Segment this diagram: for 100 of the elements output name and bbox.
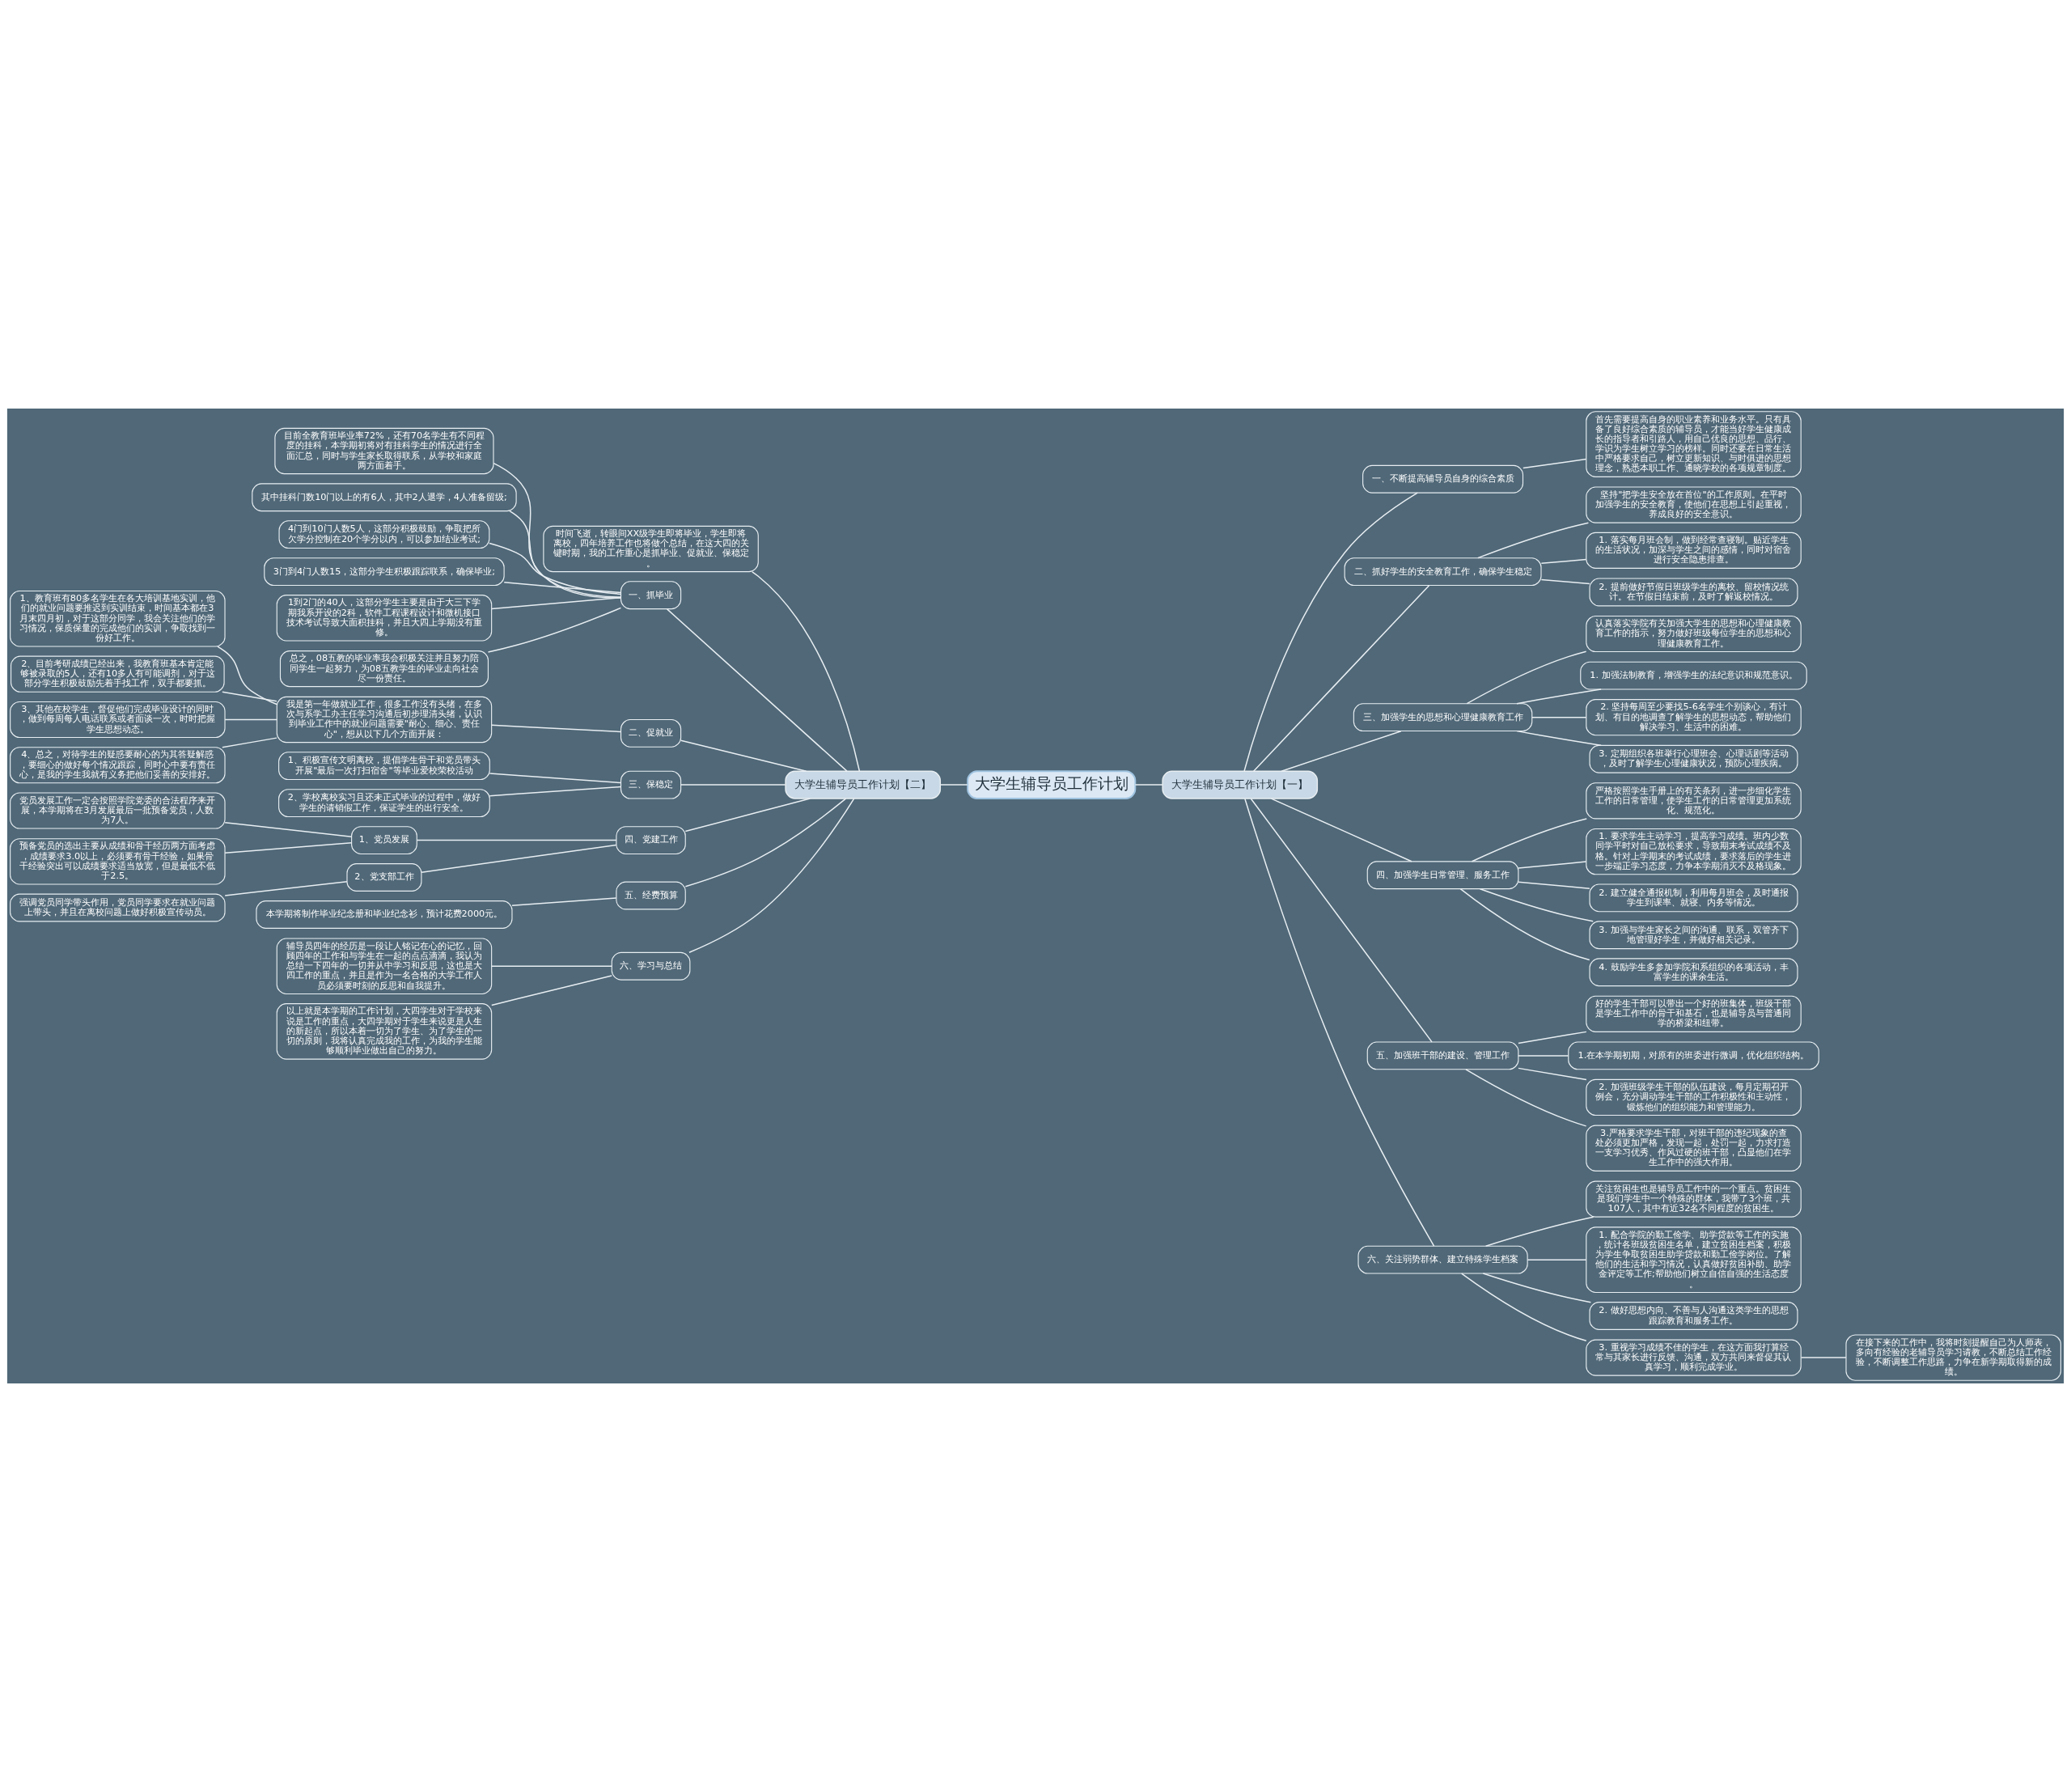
node-box: 首先需要提高自身的职业素养和业务水平。只有具备了良好综合素质的辅导员，才能当好学生健康成长的指导者和引路人，用自己优良的思想、品行、学识为学生树立学习的榜样。同时还要在日常生活中严格要求自己，树立更新知识、与时俱进的思想理念，熟悉本职工作、通晓学校的各项规章制度。 <box>1586 411 1802 477</box>
connector <box>224 842 353 854</box>
node-box: 2、目前考研成绩已经出来，我教育班基本肯定能够被录取的5人，还有10多人有可能调剂，对于这部分学生积极鼓励先着手找工作，双手都要抓。 <box>11 655 225 693</box>
node-box: 严格按照学生手册上的有关条列，进一步细化学生工作的日常管理，使学生工作的日常管理更加系统化、规范化。 <box>1586 782 1802 820</box>
node-box: 二、促就业 <box>620 718 682 748</box>
node-box: 4. 鼓励学生多参加学院和系组织的各项活动，丰富学生的课余生活。 <box>1589 958 1798 987</box>
node-box: 关注贫困生也是辅导员工作中的一个重点。贫困生是我们学生中一个特殊的群体，我带了3个班，共107人，其中有近32名不同程度的贫困生。 <box>1586 1180 1802 1218</box>
connector <box>1477 522 1590 559</box>
node-box: 1. 加强法制教育，增强学生的法纪意识和规范意识。 <box>1580 661 1807 690</box>
node-box: 总之，08五教的毕业率我会积极关注并且努力陪同学生一起努力，为08五教学生的毕业走向社会尽一份责任。 <box>279 650 489 688</box>
connector <box>1518 861 1587 869</box>
connector <box>1243 492 1418 772</box>
connector <box>688 798 855 954</box>
connector <box>217 646 277 705</box>
connector <box>224 880 348 896</box>
connector <box>1518 881 1590 889</box>
connector <box>1518 1067 1587 1081</box>
connector <box>222 691 277 702</box>
node-box: 其中挂科门数10门以上的有6人，其中2人退学，4人准备留级; <box>252 483 517 512</box>
connector <box>1270 798 1412 862</box>
connector <box>752 571 861 772</box>
connector <box>1250 798 1433 1043</box>
node-box: 3.严格要求学生干部，对班干部的违纪现象的查处必须更加严格，发现一起，处罚一起，力求打造一支学习优秀、作风过硬的班干部，凸显他们在学生工作中的强大作用。 <box>1586 1125 1802 1171</box>
node-box: 4、总之，对待学生的疑惑要耐心的为其答疑解惑，要细心的做好每个情况跟踪，同时心中要有责任心，是我的学生我就有义务把他们妥善的安排好。 <box>10 747 226 784</box>
node-box: 四、加强学生日常管理、服务工作 <box>1366 861 1519 890</box>
node-box: 2. 加强班级学生干部的队伍建设，每月定期召开例会，充分调动学生干部的工作积极性和主动性，锻炼他们的组织能力和管理能力。 <box>1586 1078 1802 1116</box>
node-box: 五、加强班干部的建设、管理工作 <box>1366 1041 1519 1070</box>
node-box: 一、抓毕业 <box>620 581 682 610</box>
node-box: 我是第一年做就业工作，很多工作没有头绪，在多次与系学工办主任学习沟通后初步理清头绪，认识到毕业工作中的就业问题需要"耐心、细心、责任心"，想从以下几个方面开展： <box>276 696 493 743</box>
node-box: 三、保稳定 <box>620 770 682 799</box>
connector <box>1531 716 1587 718</box>
connector <box>1540 558 1587 565</box>
connector <box>493 462 621 599</box>
connector <box>1523 458 1587 469</box>
connector <box>1471 818 1587 862</box>
node-box: 一、不断提高辅导员自身的综合素质 <box>1362 464 1524 494</box>
connector <box>224 821 353 837</box>
node-box: 1、积极宣传文明离校，提倡学生骨干和党员带头开展"最后一次打扫宿舍"等毕业爱校荣校活动 <box>278 752 490 781</box>
node-box: 3. 重视学习成绩不佳的学生，在这方面我打算经常与其家长进行反馈、沟通，双方共同来督促其认真学习，顺利完成学业。 <box>1586 1339 1802 1376</box>
node-box: 3. 定期组织各班举行心理班会、心理话剧等活动，及时了解学生心理健康状况，预防心理疾病。 <box>1589 744 1798 773</box>
node-box: 党员发展工作一定会按照学院党委的合法程序来开展，本学期将在3月发展最后一批预备党员，人数为7人。 <box>10 792 226 829</box>
node-box: 1. 落实每月班会制，做到经常查寝制。贴近学生的生活状况，加深与学生之间的感情，同时对宿舍进行安全隐患排查。 <box>1586 532 1802 569</box>
connector <box>680 739 807 772</box>
connector <box>222 737 277 748</box>
connector <box>684 798 847 888</box>
connector <box>489 786 621 797</box>
connector <box>684 798 811 832</box>
node-box: 坚持"把学生安全放在首位"的工作原则。在平时加强学生的安全教育，使他们在思想上引起重视，养成良好的安全意识。 <box>1586 486 1802 523</box>
connector <box>939 784 968 786</box>
node-box: 3. 加强与学生家长之间的沟通、联系，双管齐下地管理好学生，并做好相关记录。 <box>1589 921 1798 950</box>
node-box: 1. 要求学生主动学习，提高学习成绩。班内少数同学平时对自己放松要求，导致期末考试成绩不及格。针对上学期末的考试成绩，要求落后的学生进一步端正学习态度，力争本学期消灭不及格现象。 <box>1586 828 1802 875</box>
node-box: 二、抓好学生的安全教育工作，确保学生稳定 <box>1344 557 1542 587</box>
connector <box>680 784 786 786</box>
node-box: 1、教育班有80多名学生在各大培训基地实训，他们的就业问题要推迟到实训结束，时间基本都在3月末四月初，对于这部分同学，我会关注他们的学习情况，保质保量的完成他们的实训，争取找到一份好工作。 <box>10 590 226 647</box>
connector <box>1482 1273 1592 1303</box>
node-box: 2. 建立健全通报机制，利用每月班会，及时通报学生到课率、就寝、内务等情况。 <box>1589 883 1798 913</box>
node-box: 大学生辅导员工作计划【一】 <box>1162 770 1319 799</box>
connector <box>666 608 848 772</box>
connector <box>1484 1216 1595 1247</box>
connector <box>491 597 622 610</box>
node-box: 以上就是本学期的工作计划，大四学生对于学校来说是工作的重点，大四学期对于学生来说更是人生的新起点，所以本着一切为了学生、为了学生的一切的原则，我将认真完成我的工作，为我的学生能够顺利毕业做出自己的努力。 <box>276 1003 493 1060</box>
connector <box>1516 688 1602 705</box>
connector <box>503 581 622 594</box>
node-box: 2、学校离校实习且还未正式毕业的过程中，做好学生的请销假工作，保证学生的出行安全。 <box>278 789 490 818</box>
node-box: 2、党支部工作 <box>346 863 422 892</box>
connector <box>1465 1069 1587 1127</box>
node-box: 3门到4门人数15，这部分学生积极跟踪联系，确保毕业; <box>264 557 505 587</box>
connector <box>1518 1031 1587 1044</box>
connector <box>1516 730 1602 747</box>
connector <box>1252 584 1430 772</box>
node-box: 2. 提前做好节假日班级学生的离校、留校情况统计。在节假日结束前，及时了解返校情况。 <box>1589 578 1798 607</box>
connector <box>1459 888 1590 961</box>
connector <box>1281 730 1402 772</box>
node-box: 六、学习与总结 <box>611 951 691 981</box>
node-box: 六、关注弱势群体、建立特殊学生档案 <box>1357 1245 1528 1274</box>
connector <box>491 965 612 967</box>
connector <box>511 897 617 906</box>
connector <box>489 542 622 595</box>
node-box: 大学生辅导员工作计划 <box>967 770 1137 799</box>
connector <box>416 839 617 841</box>
connector <box>1518 1055 1569 1057</box>
node-box: 2. 做好思想内向、不善与人沟通这类学生的思想跟踪教育和服务工作。 <box>1589 1302 1798 1330</box>
node-box: 四、党建工作 <box>616 826 686 855</box>
connector <box>224 718 277 721</box>
connector <box>491 724 622 733</box>
node-box: 在接下来的工作中，我将时刻提醒自己为人师表，多向有经验的老辅导员学习请教，不断总结工作经验，不断调整工作思路，力争在新学期取得新的成绩。 <box>1845 1334 2061 1381</box>
node-box: 预备党员的选出主要从成绩和骨干经历两方面考虑，成绩要求3.0以上，必须要有骨干经验，如果骨干经验突出可以成绩要求适当放宽，但是最低不低于2.5。 <box>10 838 226 885</box>
connector <box>421 844 617 873</box>
connector <box>1479 888 1594 922</box>
node-box: 三、加强学生的思想和心理健康教育工作 <box>1353 703 1533 732</box>
node-box: 时间飞逝，转眼间XX级学生即将毕业，学生即将离校，四年培养工作也将做个总结，在这大四的关键时期，我的工作重心是抓毕业、促就业、保稳定。 <box>543 525 759 573</box>
node-box: 1.在本学期初期，对原有的班委进行微调，优化组织结构。 <box>1568 1041 1819 1070</box>
node-box: 本学期将制作毕业纪念册和毕业纪念衫，预计花费2000元。 <box>256 900 513 929</box>
node-box: 1、党员发展 <box>351 826 417 855</box>
node-box: 3、其他在校学生，督促他们完成毕业设计的同时，做到每周每人电话联系或者面谈一次，时时把握学生思想动态。 <box>10 701 226 739</box>
node-box: 好的学生干部可以带出一个好的班集体，班级干部是学生工作中的骨干和基石，也是辅导员与普通同学的桥梁和纽带。 <box>1586 995 1802 1032</box>
connector <box>509 510 621 598</box>
node-box: 认真落实学院有关加强大学生的思想和心理健康教育工作的指示，努力做好班级每位学生的思想和心理健康教育工作。 <box>1586 615 1802 653</box>
connector <box>1244 798 1435 1247</box>
node-box: 2. 坚持每周至少要找5-6名学生个别谈心，有计划、有目的地调查了解学生的思想动态，帮助他们解决学习、生活中的困难。 <box>1586 699 1802 736</box>
